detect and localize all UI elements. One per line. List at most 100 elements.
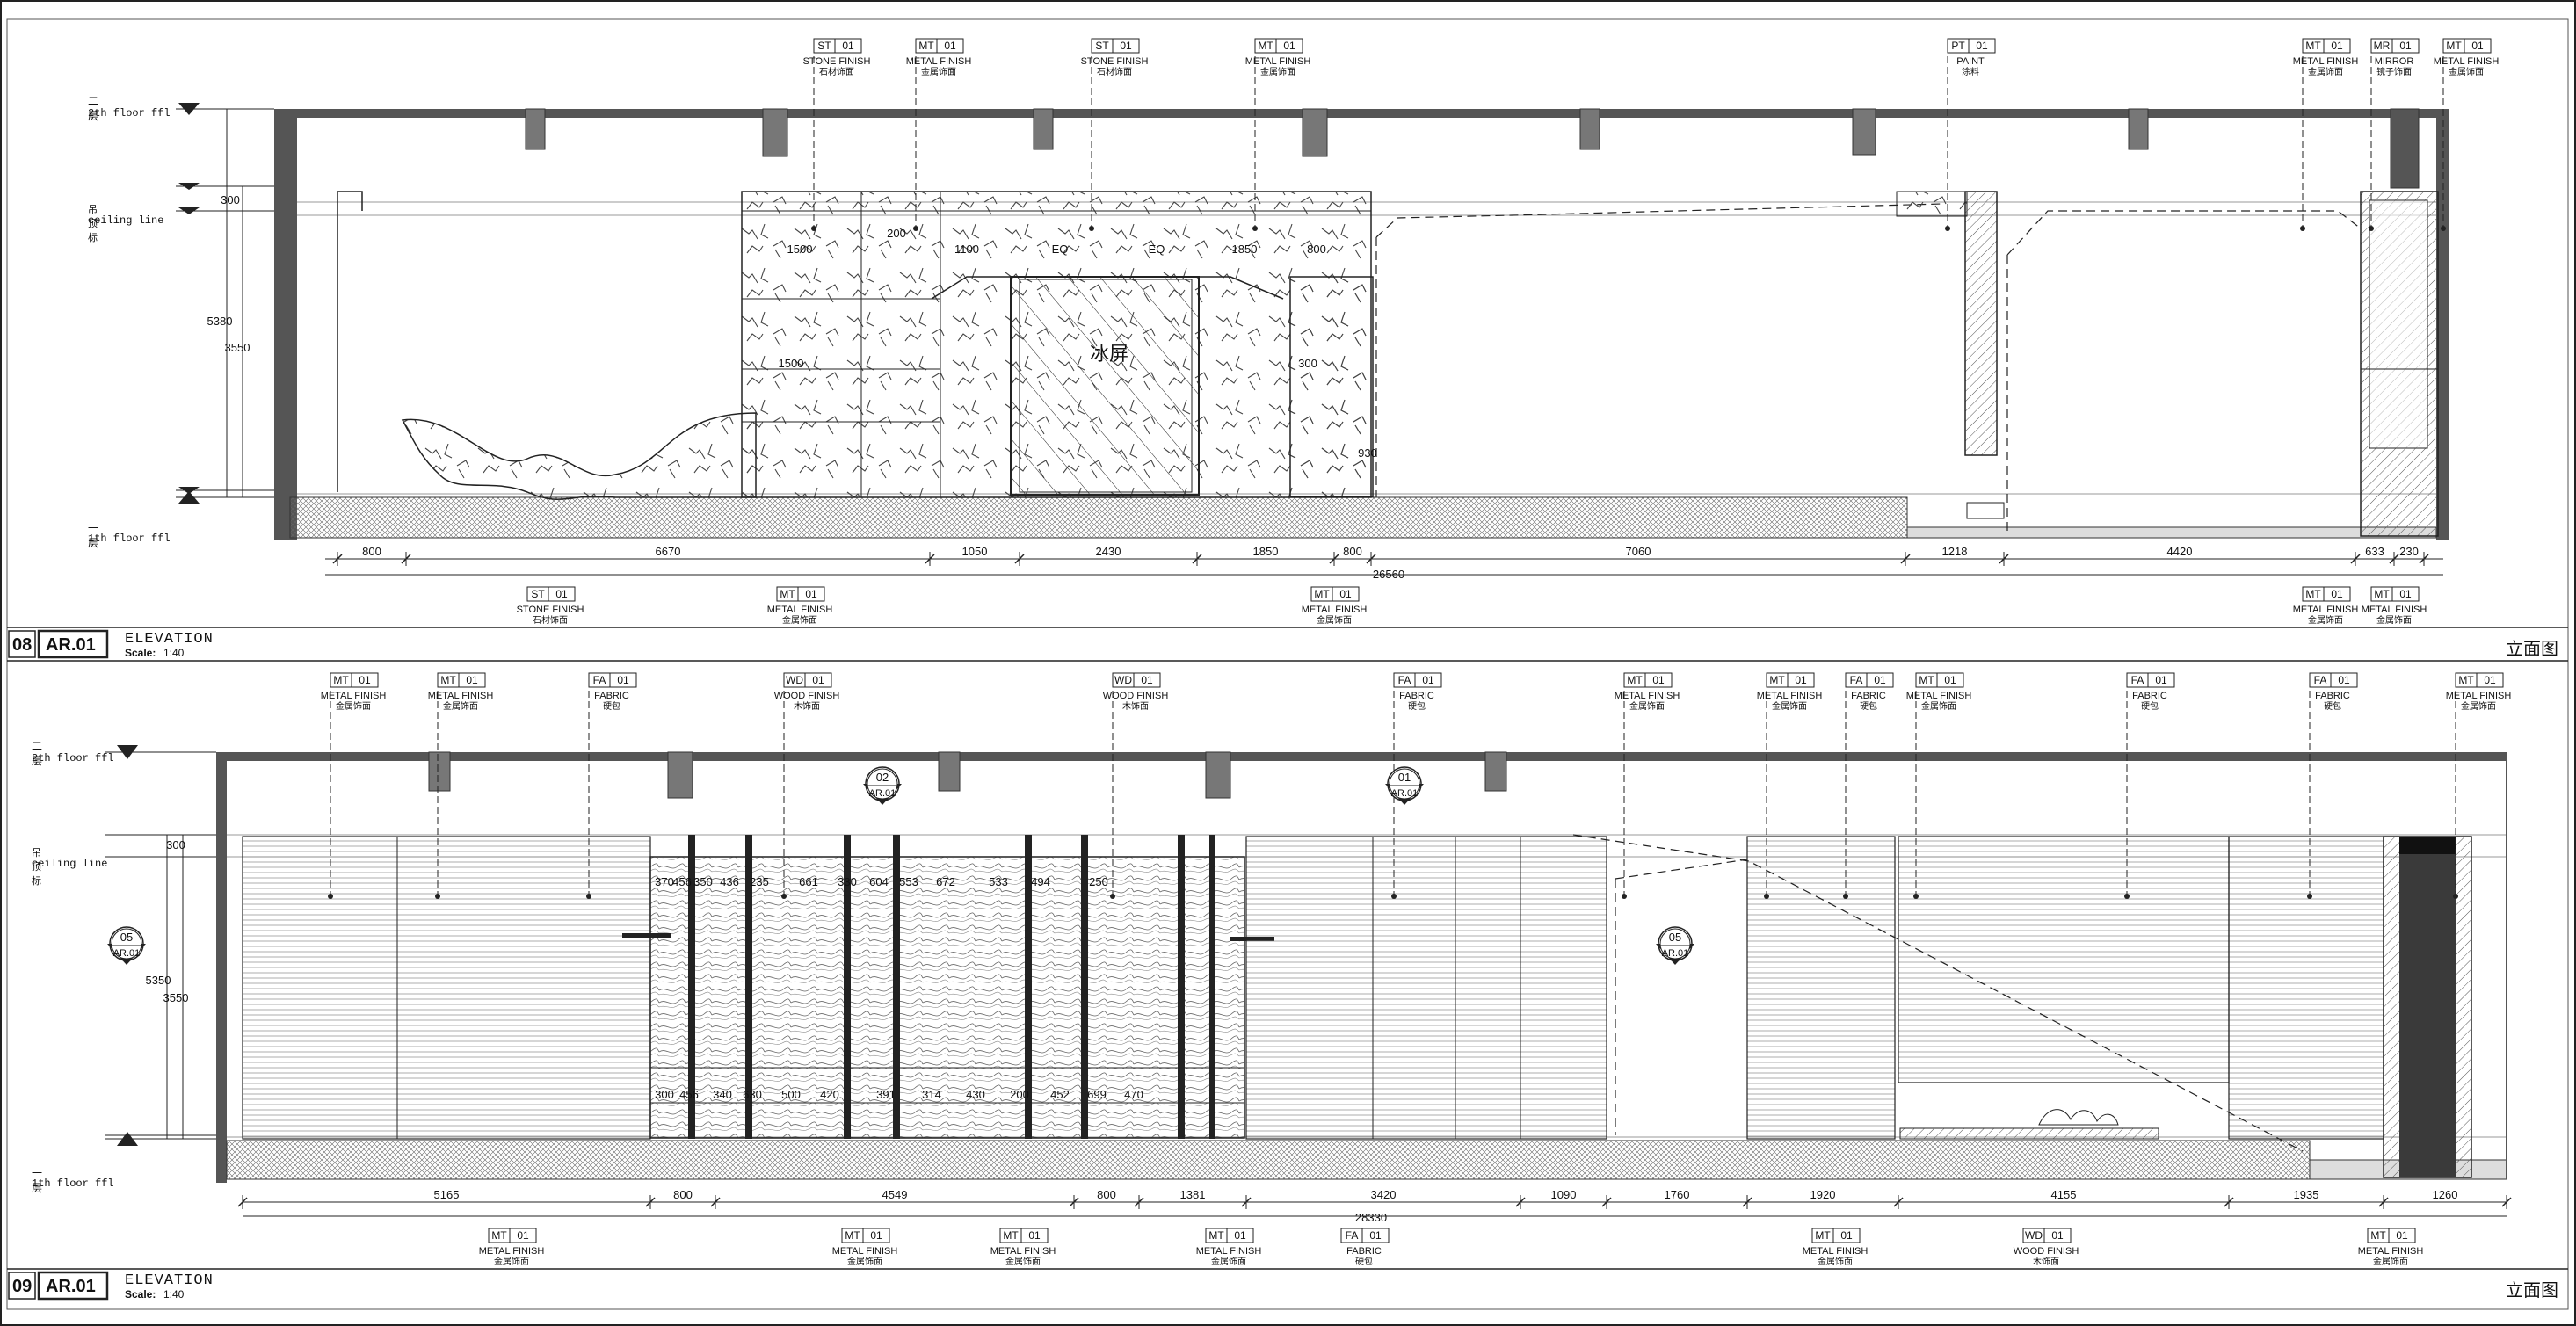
material-tag-top-09-line2: 硬包	[1860, 700, 1877, 712]
right-title-09: 立面图	[2506, 1279, 2558, 1301]
material-tag-top-08-num: 01	[2331, 40, 2343, 52]
inner-dim-09: 494	[1031, 875, 1050, 888]
material-tag-top-09-line1: FABRIC	[1851, 691, 1886, 701]
material-tag-bottom-08-line1: METAL FINISH	[1302, 605, 1368, 615]
material-tag-top-09-num: 01	[2155, 674, 2167, 686]
screen-label: 冰屏	[1090, 343, 1128, 365]
material-tag-bottom-08-code: ST	[531, 588, 545, 600]
material-tag-bottom-09-num: 01	[1369, 1229, 1382, 1242]
material-tag-top-08-code: MT	[1258, 40, 1273, 52]
material-tag-top-08-line1: PAINT	[1956, 56, 1985, 67]
material-tag-top-09-num: 01	[466, 674, 478, 686]
material-tag-top-09-line1: METAL FINISH	[2446, 691, 2512, 701]
inner-dim-09: 672	[936, 875, 955, 888]
inner-dim-08: 200	[887, 227, 906, 240]
inner-dim-08: 1100	[954, 243, 979, 256]
height-dim-08: 3550	[225, 341, 250, 354]
dimension-chain-09-label: 800	[1097, 1188, 1116, 1201]
material-tag-top-08-line2: 金属饰面	[921, 66, 956, 77]
material-tag-bottom-09-line1: METAL FINISH	[832, 1246, 898, 1257]
title-block-09: 09 AR.01 ELEVATION Scale: 1:40 立面图	[0, 1271, 2576, 1302]
material-tag-bottom-08-line2: 石材饰面	[533, 614, 568, 626]
dimension-chain-09-label: 1260	[2433, 1188, 2458, 1201]
scale-value-08: 1:40	[163, 647, 185, 659]
inner-dim-09: 661	[799, 875, 818, 888]
material-tag-top-08-line2: 石材饰面	[1097, 66, 1132, 77]
callout-number: 05	[1669, 931, 1681, 944]
material-tag-top-09-code: WD	[1114, 674, 1132, 686]
material-tag-top-09-num: 01	[1944, 674, 1956, 686]
inner-dim-09: 250	[1089, 875, 1108, 888]
material-tag-top-09-num: 01	[617, 674, 629, 686]
material-tag-bottom-09-line2: 金属饰面	[1211, 1256, 1246, 1267]
material-tag-top-08-line1: METAL FINISH	[906, 56, 972, 67]
material-tag-top-09-code: MT	[1627, 674, 1643, 686]
callout-number: 01	[1398, 771, 1411, 784]
material-tag-top-08-line1: STONE FINISH	[1081, 56, 1149, 67]
drawing-title-09: ELEVATION	[125, 1272, 214, 1289]
dimension-chain-09-label: 1760	[1665, 1188, 1690, 1201]
material-tag-top-09-num: 01	[1874, 674, 1886, 686]
dimension-chain-08-label: 7060	[1626, 545, 1651, 558]
height-dim-09: 5350	[146, 974, 171, 987]
inner-dim-09: 420	[820, 1088, 839, 1101]
drawing-number-09: 09	[12, 1277, 33, 1296]
callout-number: 02	[876, 771, 889, 784]
material-tag-bottom-09-code: MT	[2370, 1229, 2386, 1242]
inner-dim-09: 452	[1050, 1088, 1070, 1101]
dimension-chain-08-label: 1050	[962, 545, 988, 558]
material-tag-top-08-line1: METAL FINISH	[2293, 56, 2359, 67]
material-tag-bottom-09-line1: METAL FINISH	[1803, 1246, 1869, 1257]
dimension-chain-09-label: 4155	[2051, 1188, 2077, 1201]
material-tag-bottom-09-line2: 金属饰面	[2373, 1256, 2408, 1267]
sheet-ref-08: AR.01	[46, 635, 96, 655]
elevation-08: 冰屏	[7, 103, 2568, 662]
material-tag-bottom-08-num: 01	[555, 588, 568, 600]
material-tag-top-09-line2: 木饰面	[1122, 700, 1149, 712]
material-tag-bottom-08-num: 01	[1339, 588, 1352, 600]
inner-dim-09: 235	[750, 875, 769, 888]
material-tag-bottom-09-line1: FABRIC	[1346, 1246, 1382, 1257]
dimension-chain-09-label: 1935	[2294, 1188, 2319, 1201]
material-tag-top-09-code: FA	[1850, 674, 1863, 686]
material-tag-bottom-09-num: 01	[1840, 1229, 1853, 1242]
dimension-chain-08-label: 230	[2399, 545, 2419, 558]
material-tag-bottom-08-line1: METAL FINISH	[2293, 605, 2359, 615]
dimension-chain-09-label: 3420	[1371, 1188, 1397, 1201]
material-tag-top-09-line1: METAL FINISH	[1906, 691, 1972, 701]
material-tag-top-09-code: FA	[1398, 674, 1411, 686]
material-tag-bottom-08-code: MT	[2374, 588, 2390, 600]
level-ceiling-cn-08: 吊顶标	[88, 204, 98, 243]
material-tag-top-09-code: MT	[440, 674, 456, 686]
material-tag-top-09-line1: WOOD FINISH	[774, 691, 840, 701]
callout-ref: AR.01	[113, 948, 141, 959]
material-tag-bottom-08-line2: 金属饰面	[782, 614, 817, 626]
inner-dim-09: 436	[720, 875, 739, 888]
drawing-number-08: 08	[12, 635, 33, 655]
material-tag-bottom-09-line2: 金属饰面	[1005, 1256, 1041, 1267]
material-tag-top-09-line2: 金属饰面	[1772, 700, 1807, 712]
material-tag-top-09-line2: 金属饰面	[1921, 700, 1956, 712]
dimension-chain-08-label: 633	[2365, 545, 2384, 558]
material-tag-bottom-09-line2: 金属饰面	[847, 1256, 882, 1267]
material-tag-top-09-line1: METAL FINISH	[1757, 691, 1823, 701]
drawing-title-08: ELEVATION	[125, 631, 214, 648]
material-tag-top-08-line2: 金属饰面	[1260, 66, 1295, 77]
inner-dim-09: 314	[922, 1088, 941, 1101]
material-tag-top-09-num: 01	[812, 674, 824, 686]
material-tag-bottom-08-line2: 金属饰面	[2308, 614, 2343, 626]
material-tag-bottom-08-code: MT	[780, 588, 795, 600]
